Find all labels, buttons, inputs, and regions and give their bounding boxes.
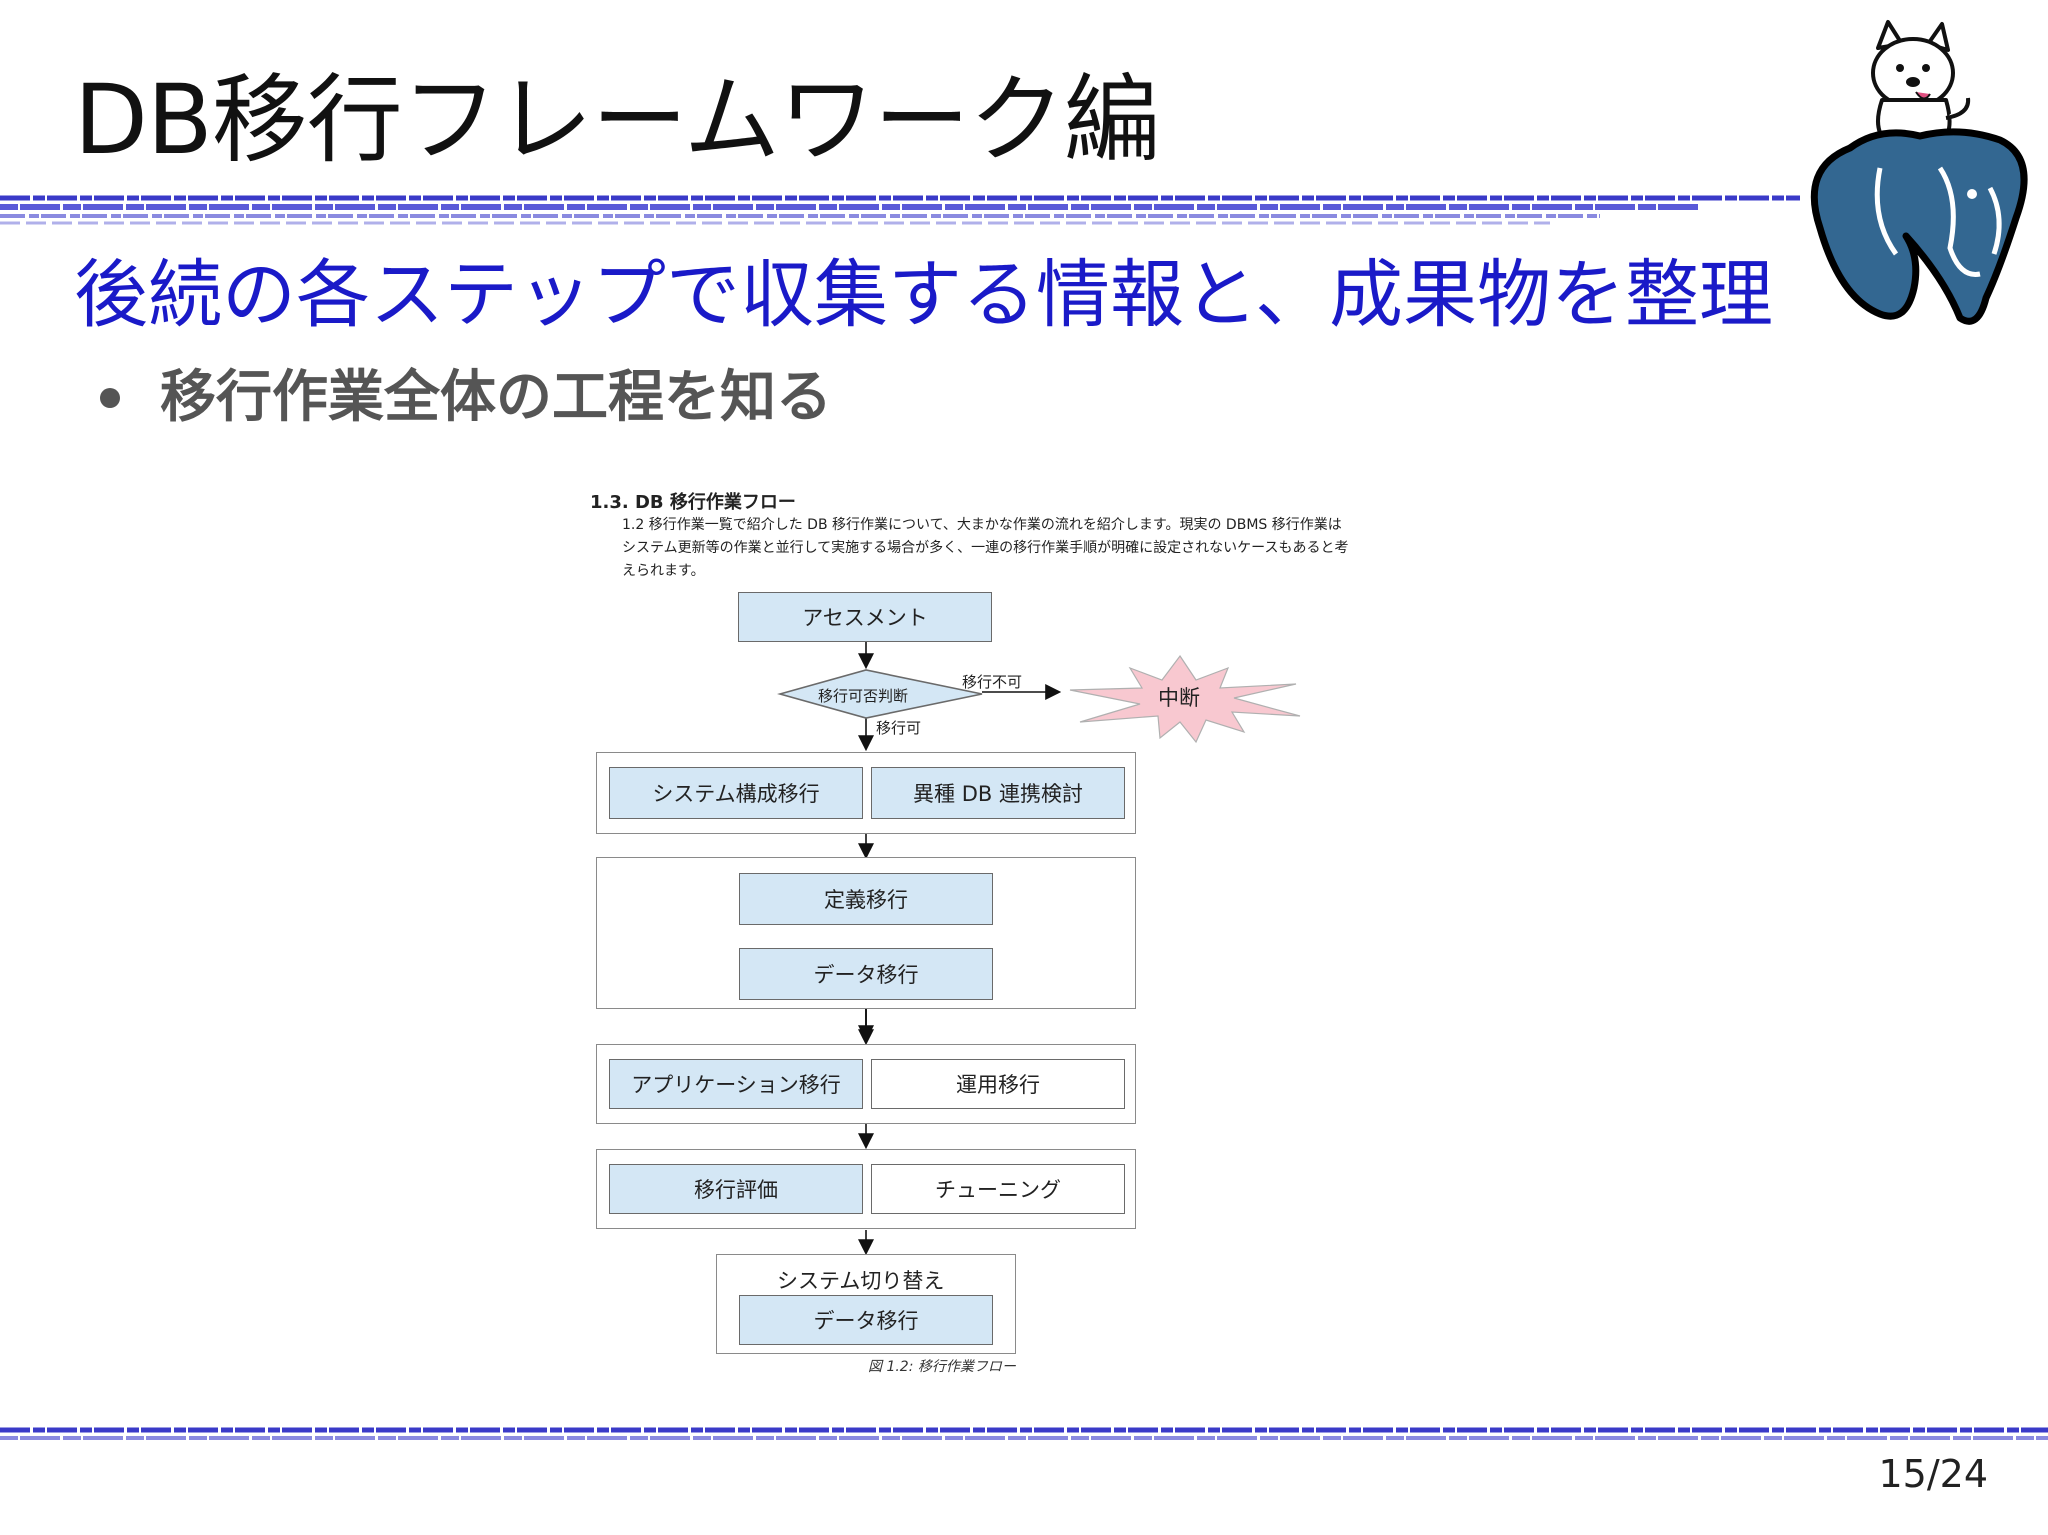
- document-paragraph: 1.2 移行作業一覧で紹介した DB 移行作業について、大まかな作業の流れを紹介…: [622, 514, 1402, 583]
- yes-branch-label: 移行可: [876, 719, 922, 737]
- paragraph-line: えられます。: [622, 563, 705, 579]
- decision-label: 移行可否判断: [818, 687, 909, 705]
- stage-5: システム切り替え データ移行: [716, 1254, 1016, 1354]
- title-underline: [0, 195, 1800, 225]
- slide-subtitle: 後続の各ステップで収集する情報と、成果物を整理: [74, 252, 1774, 338]
- step-system-config: システム構成移行: [609, 767, 863, 819]
- figure-caption: 図 1.2: 移行作業フロー: [868, 1359, 1016, 1375]
- step-assessment: アセスメント: [738, 592, 992, 642]
- stage-3: アプリケーション移行 運用移行: [596, 1044, 1136, 1124]
- paragraph-line: システム更新等の作業と並行して実施する場合が多く、一連の移行作業手順が明確に設定…: [622, 540, 1349, 556]
- postgresql-elephant-with-dog-icon: [1810, 20, 2028, 325]
- paragraph-line: 1.2 移行作業一覧で紹介した DB 移行作業について、大まかな作業の流れを紹介…: [622, 517, 1342, 533]
- stage-1: システム構成移行 異種 DB 連携検討: [596, 752, 1136, 834]
- slide-title: DB移行フレームワーク編: [74, 64, 1160, 176]
- document-heading: 1.3. DB 移行作業フロー: [590, 492, 796, 513]
- step-definition-migration: 定義移行: [739, 873, 993, 925]
- abort-label: 中断: [1158, 686, 1200, 710]
- stage-5-title: システム切り替え: [777, 1269, 945, 1293]
- footer-rule: [0, 1427, 2048, 1440]
- step-data-migration: データ移行: [739, 948, 993, 1000]
- stage-4: 移行評価 チューニング: [596, 1149, 1136, 1229]
- stage-2: 定義移行 データ移行: [596, 857, 1136, 1009]
- step-data-migration-final: データ移行: [739, 1295, 993, 1345]
- bullet-item: 移行作業全体の工程を知る: [100, 370, 832, 426]
- bullet-dot-icon: [100, 388, 120, 408]
- step-tuning: チューニング: [871, 1164, 1125, 1214]
- step-heterogeneous-db: 異種 DB 連携検討: [871, 767, 1125, 819]
- step-migration-evaluation: 移行評価: [609, 1164, 863, 1214]
- no-branch-label: 移行不可: [962, 673, 1023, 691]
- step-operation-migration: 運用移行: [871, 1059, 1125, 1109]
- bullet-text: 移行作業全体の工程を知る: [160, 365, 832, 430]
- step-application-migration: アプリケーション移行: [609, 1059, 863, 1109]
- page-number: 15/24: [1878, 1452, 1988, 1496]
